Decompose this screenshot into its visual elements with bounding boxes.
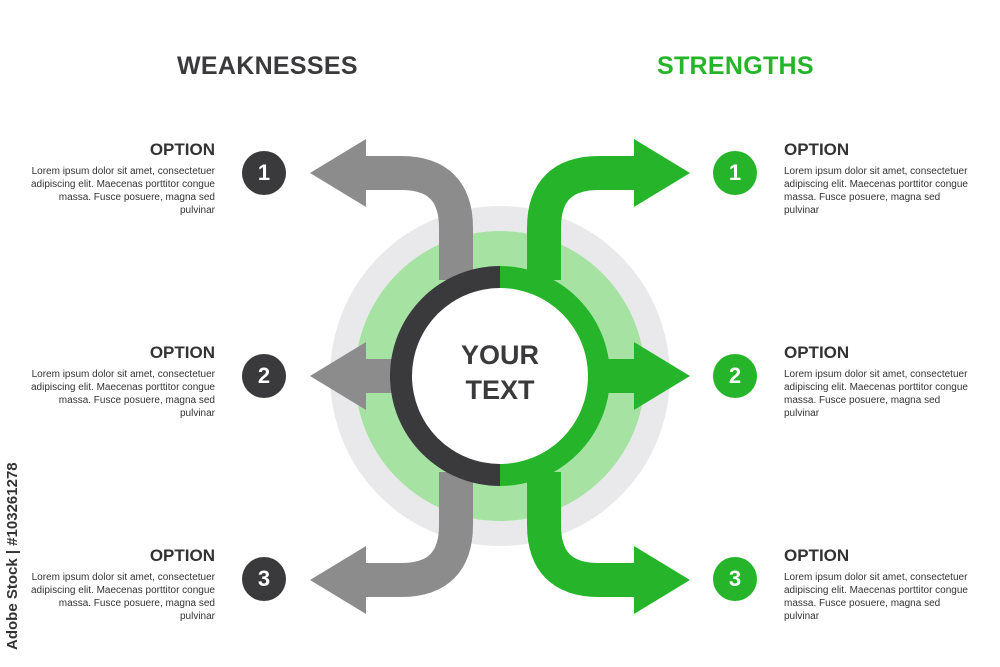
strength-3-title: OPTION [784, 546, 850, 565]
weakness-1-line-2: adipiscing elit. Maecenas porttitor cong… [31, 179, 215, 190]
strength-1-text: Lorem ipsum dolor sit amet, consectetuer… [784, 165, 974, 217]
weakness-3-number-badge: 3 [242, 557, 286, 601]
weakness-1-line-3: massa. Fusce posuere, magna sed pulvinar [58, 192, 215, 216]
strength-3-line-2: adipiscing elit. Maecenas porttitor cong… [784, 585, 968, 596]
strength-3-text: Lorem ipsum dolor sit amet, consectetuer… [784, 571, 974, 623]
strength-2-number-badge: 2 [713, 354, 757, 398]
weakness-2-line-2: adipiscing elit. Maecenas porttitor cong… [31, 382, 215, 393]
weakness-3-line-1: Lorem ipsum dolor sit amet, consectetuer [31, 572, 215, 583]
weakness-3-line-3: massa. Fusce posuere, magna sed pulvinar [58, 598, 215, 622]
center-text: YOUR TEXT [420, 338, 580, 408]
strength-2-line-2: adipiscing elit. Maecenas porttitor cong… [784, 382, 968, 393]
strength-arrow-3-head [634, 546, 690, 614]
weakness-arrow-1-shaft [360, 156, 473, 280]
strength-1-line-1: Lorem ipsum dolor sit amet, consectetuer [784, 166, 968, 177]
weakness-2-text: Lorem ipsum dolor sit amet, consectetuer… [25, 368, 215, 420]
strength-1-line-3: massa. Fusce posuere, magna sed pulvinar [784, 192, 941, 216]
strength-1-number-badge: 1 [713, 151, 757, 195]
strength-2-title: OPTION [784, 343, 850, 362]
strength-2-line-1: Lorem ipsum dolor sit amet, consectetuer [784, 369, 968, 380]
strength-arrow-3-shaft [527, 472, 640, 597]
strength-1-line-2: adipiscing elit. Maecenas porttitor cong… [784, 179, 968, 190]
strength-arrow-1-head [634, 139, 690, 207]
strength-arrow-2-head [634, 342, 690, 410]
weakness-1-number-badge: 1 [242, 151, 286, 195]
strength-1-title: OPTION [784, 140, 850, 159]
weakness-3-text: Lorem ipsum dolor sit amet, consectetuer… [25, 571, 215, 623]
weaknesses-heading: WEAKNESSES [177, 52, 358, 80]
weakness-2-line-3: massa. Fusce posuere, magna sed pulvinar [58, 395, 215, 419]
weakness-2-line-1: Lorem ipsum dolor sit amet, consectetuer [31, 369, 215, 380]
strength-2-text: Lorem ipsum dolor sit amet, consectetuer… [784, 368, 974, 420]
weakness-3-title: OPTION [149, 546, 215, 565]
weakness-arrow-3-shaft [360, 472, 473, 597]
weakness-arrow-3-head [310, 546, 366, 614]
weakness-1-line-1: Lorem ipsum dolor sit amet, consectetuer [31, 166, 215, 177]
center-white-disc [412, 288, 588, 464]
strength-3-line-3: massa. Fusce posuere, magna sed pulvinar [784, 598, 941, 622]
strength-2-line-3: massa. Fusce posuere, magna sed pulvinar [784, 395, 941, 419]
weakness-1-text: Lorem ipsum dolor sit amet, consectetuer… [25, 165, 215, 217]
weakness-2-number-badge: 2 [242, 354, 286, 398]
strength-arrow-1-shaft [527, 156, 640, 280]
strength-3-line-1: Lorem ipsum dolor sit amet, consectetuer [784, 572, 968, 583]
weakness-3-line-2: adipiscing elit. Maecenas porttitor cong… [31, 585, 215, 596]
center-text-line-2: TEXT [465, 375, 535, 405]
stock-id-watermark: Adobe Stock | #103261278 [4, 462, 21, 650]
strengths-heading: STRENGTHS [657, 52, 814, 80]
strength-3-number-badge: 3 [713, 557, 757, 601]
weakness-arrow-1-head [310, 139, 366, 207]
center-text-line-1: YOUR [460, 340, 539, 370]
weakness-1-title: OPTION [149, 140, 215, 159]
weakness-arrow-2-head [310, 342, 366, 410]
weakness-2-title: OPTION [149, 343, 215, 362]
